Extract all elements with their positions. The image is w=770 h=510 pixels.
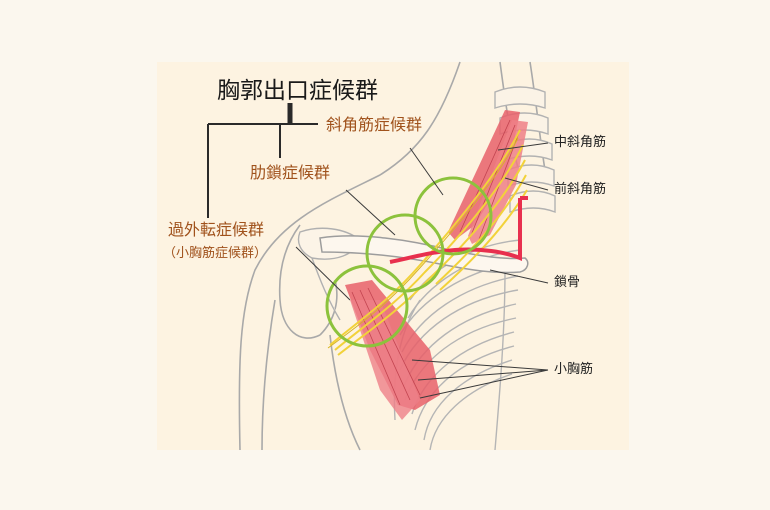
pectoralis-minor-muscle (345, 280, 440, 420)
subclavian-artery (389, 196, 528, 264)
body-outline (238, 61, 546, 451)
leader-lines (295, 142, 549, 399)
pectoralis-compression-circle (325, 264, 409, 348)
compression-circles (325, 176, 493, 348)
brachial-plexus-nerves (329, 129, 528, 356)
bracket-lines (207, 103, 318, 218)
scalene-muscles (448, 110, 528, 244)
scalene-syndrome-label: 斜角筋症候群 (326, 115, 423, 134)
costoclavicular-syndrome-label: 肋鎖症候群 (250, 163, 331, 182)
page-title: 胸郭出口症候群 (217, 78, 378, 104)
hyperabduction-syndrome-label: 過外転症候群 (168, 220, 265, 239)
anterior-scalene-label: 前斜角筋 (554, 182, 607, 197)
pectoralis-minor-label: 小胸筋 (554, 362, 594, 377)
clavicle-label: 鎖骨 (554, 275, 581, 290)
middle-scalene-label: 中斜角筋 (554, 135, 607, 150)
pectoralis-minor-syndrome-sublabel: （小胸筋症候群） (163, 246, 268, 261)
